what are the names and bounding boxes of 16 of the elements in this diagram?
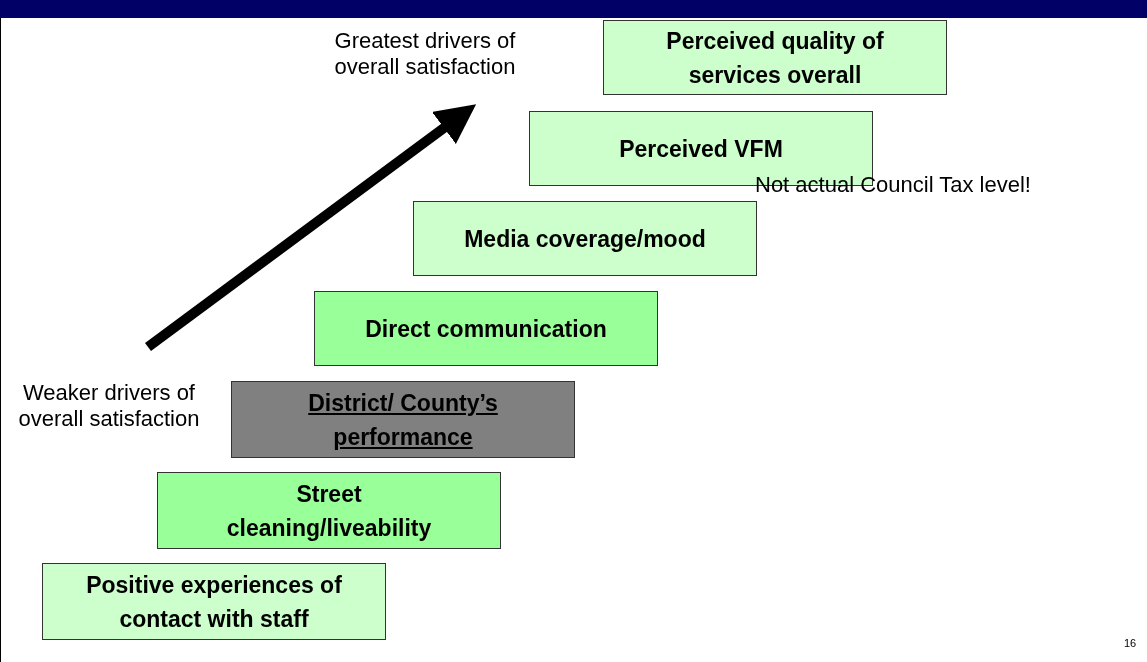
axis-caption: Weaker drivers of overall satisfaction	[17, 380, 201, 432]
step-label: Perceived quality of services overall	[665, 26, 885, 90]
step-box	[157, 472, 501, 549]
step-label: Street cleaning/liveability	[225, 479, 433, 543]
step-box	[413, 201, 757, 276]
step-label: Perceived VFM	[618, 134, 784, 164]
step-label: Direct communication	[364, 314, 608, 344]
axis-caption: Greatest drivers of overall satisfaction	[333, 28, 517, 80]
step-box	[314, 291, 658, 366]
step-box	[42, 563, 386, 640]
step-box	[231, 381, 575, 458]
step-label: District/ County’s performance	[307, 388, 499, 452]
step-box	[603, 20, 947, 95]
page-number: 16	[1122, 636, 1138, 650]
step-label: Positive experiences of contact with staff	[85, 570, 343, 634]
step-label: Media coverage/mood	[463, 224, 707, 254]
